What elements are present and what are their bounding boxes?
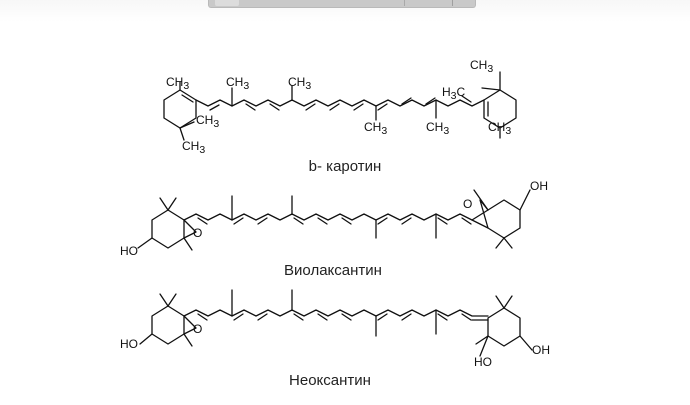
- toolbar-button[interactable]: [215, 0, 239, 6]
- toolbar-separator: [404, 0, 405, 6]
- caption-violaxanthin: Виолаксантин: [284, 262, 382, 279]
- methyl-label: CH3: [226, 75, 249, 92]
- violaxanthin-structure: O HO O OH Виолаксантин: [120, 179, 548, 279]
- methyl-label: CH3: [488, 120, 511, 137]
- methyl-label: CH3: [182, 139, 205, 156]
- caption-neoxanthin: Неоксантин: [289, 372, 371, 389]
- methyl-label: CH3: [364, 120, 387, 137]
- caption-beta-carotene: b- каротин: [309, 158, 382, 175]
- epoxide-oxygen-label: O: [463, 197, 472, 211]
- methyl-label: CH3: [288, 75, 311, 92]
- beta-carotene-structure: CH3 CH3 CH3 CH3 CH3 CH3 CH3 CH3 H3C CH3 …: [163, 58, 517, 175]
- methyl-label: H3C: [442, 85, 466, 102]
- epoxide-oxygen-label: O: [193, 322, 202, 336]
- toolbar-separator: [452, 0, 453, 6]
- viewer-background-strip: [0, 0, 690, 22]
- epoxide-oxygen-label: O: [193, 226, 202, 240]
- neoxanthin-structure: O HO HO OH Неоксантин: [120, 289, 550, 389]
- methyl-label: CH3: [470, 58, 493, 75]
- hydroxyl-label: OH: [532, 343, 550, 357]
- methyl-label: CH3: [426, 120, 449, 137]
- hydroxyl-label: HO: [120, 244, 138, 258]
- methyl-label: CH3: [196, 113, 219, 130]
- hydroxyl-label: HO: [474, 355, 492, 369]
- hydroxyl-label: HO: [120, 337, 138, 351]
- methyl-label: CH3: [166, 75, 189, 92]
- hydroxyl-label: OH: [530, 179, 548, 193]
- viewer-toolbar: [208, 0, 476, 8]
